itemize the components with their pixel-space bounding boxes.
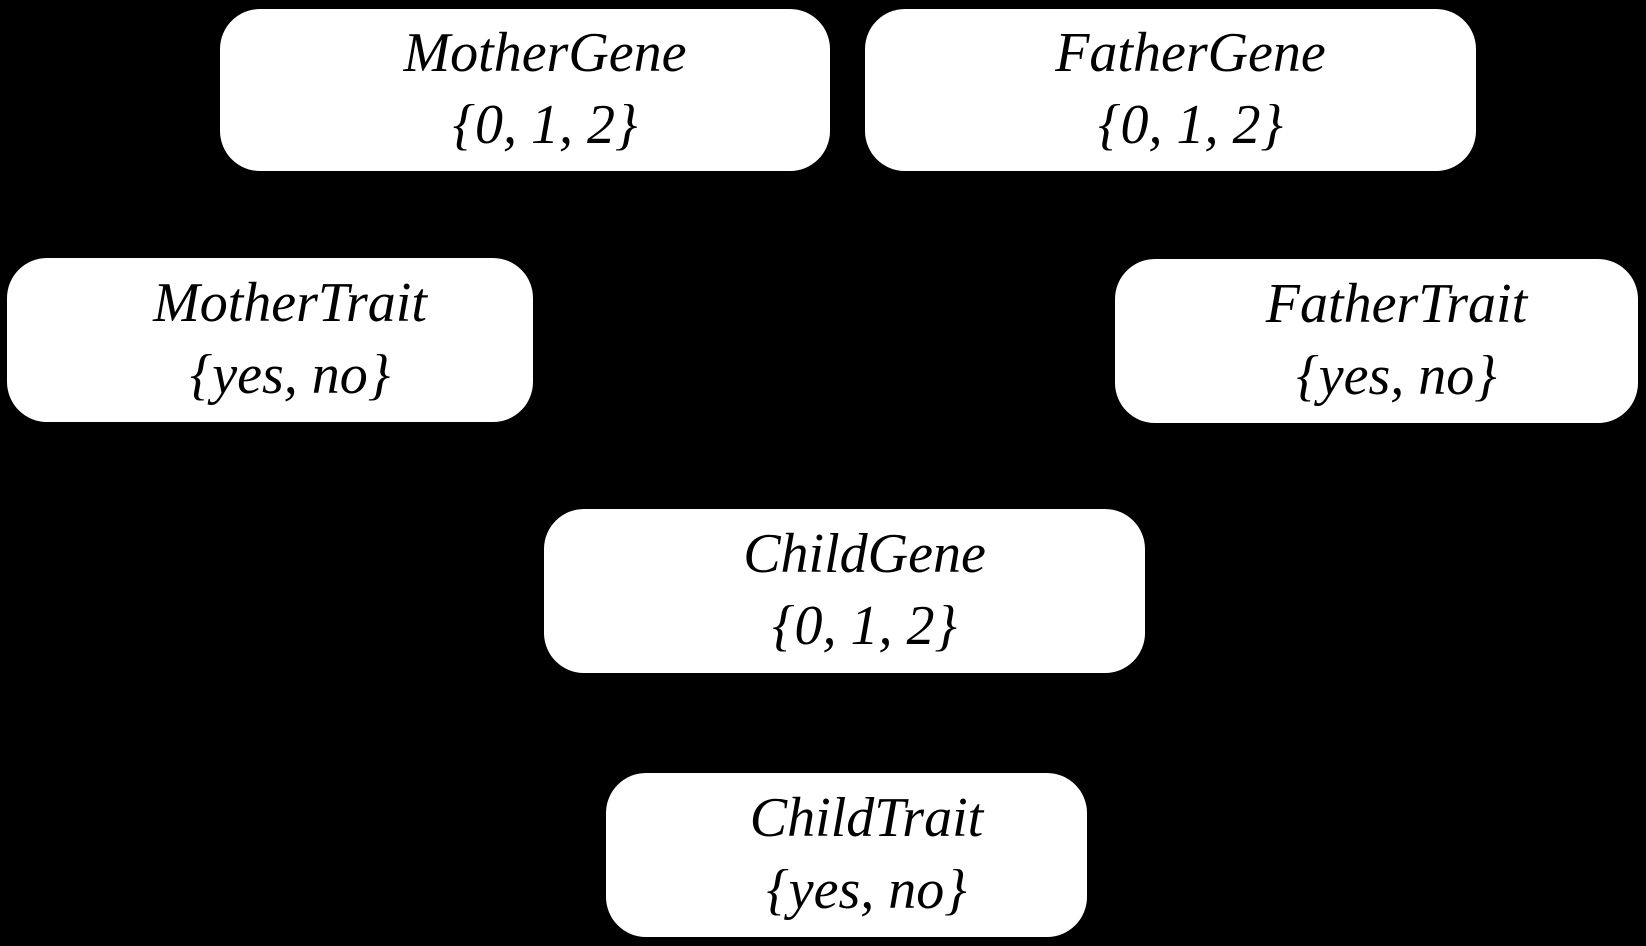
node-father-gene-domain: {0, 1, 2} [1098, 94, 1283, 156]
node-child-trait[interactable]: ChildTrait {yes, no} [606, 773, 1087, 937]
node-child-trait-label: ChildTrait [749, 787, 984, 850]
node-mother-trait-domain: {yes, no} [189, 344, 391, 406]
node-father-trait-label: FatherTrait [1265, 273, 1528, 336]
node-mother-gene[interactable]: MotherGene {0, 1, 2} [220, 9, 830, 171]
node-father-trait-domain: {yes, no} [1296, 345, 1497, 407]
node-child-trait-domain: {yes, no} [766, 859, 967, 921]
node-child-gene-label: ChildGene [743, 523, 986, 586]
node-mother-trait[interactable]: MotherTrait {yes, no} [7, 258, 533, 422]
node-father-trait[interactable]: FatherTrait {yes, no} [1115, 259, 1638, 423]
node-child-gene[interactable]: ChildGene {0, 1, 2} [544, 509, 1145, 673]
node-child-gene-domain: {0, 1, 2} [772, 595, 957, 657]
node-father-gene-label: FatherGene [1055, 22, 1326, 85]
node-mother-gene-label: MotherGene [403, 22, 687, 85]
node-father-gene[interactable]: FatherGene {0, 1, 2} [865, 9, 1476, 171]
node-mother-gene-domain: {0, 1, 2} [452, 94, 638, 156]
node-mother-trait-label: MotherTrait [153, 272, 427, 335]
